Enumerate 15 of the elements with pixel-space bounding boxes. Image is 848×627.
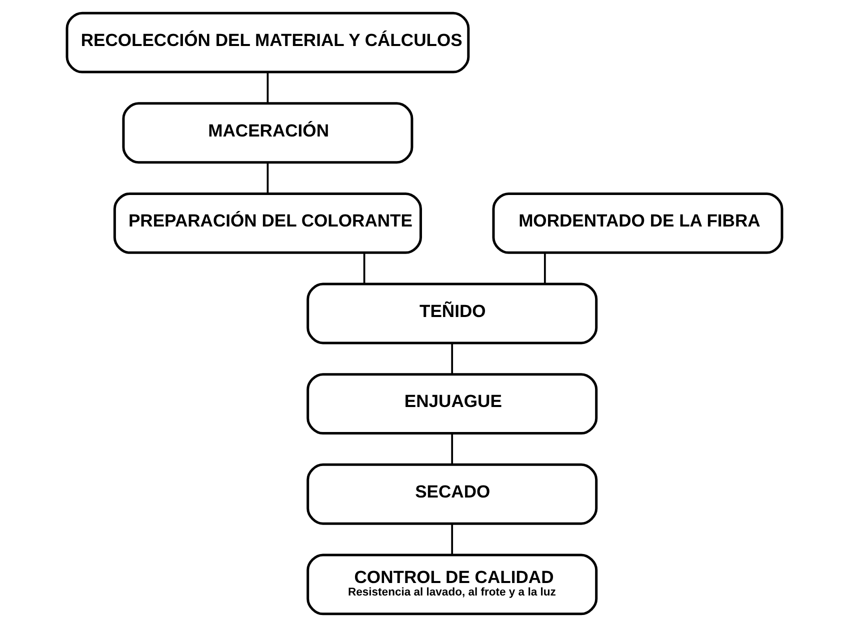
node-box: MORDENTADO DE LA FIBRA — [492, 192, 783, 254]
connector — [450, 524, 453, 554]
connector — [450, 343, 453, 374]
node-box: RECOLECCIÓN DEL MATERIAL Y CÁLCULOS — [65, 12, 470, 74]
node-box: ENJUAGUE — [306, 373, 598, 435]
connector — [362, 252, 365, 284]
connector — [450, 433, 453, 464]
node-box: PREPARACIÓN DEL COLORANTE — [112, 192, 422, 254]
connector — [543, 252, 546, 284]
node-box: MACERACIÓN — [122, 102, 413, 164]
node-box: SECADO — [306, 463, 598, 525]
node-box: TEÑIDO — [306, 282, 598, 344]
connector — [266, 162, 268, 194]
node-box: CONTROL DE CALIDAD Resistencia al lavado, al frote y a la luz — [306, 554, 598, 616]
connector — [266, 72, 268, 103]
